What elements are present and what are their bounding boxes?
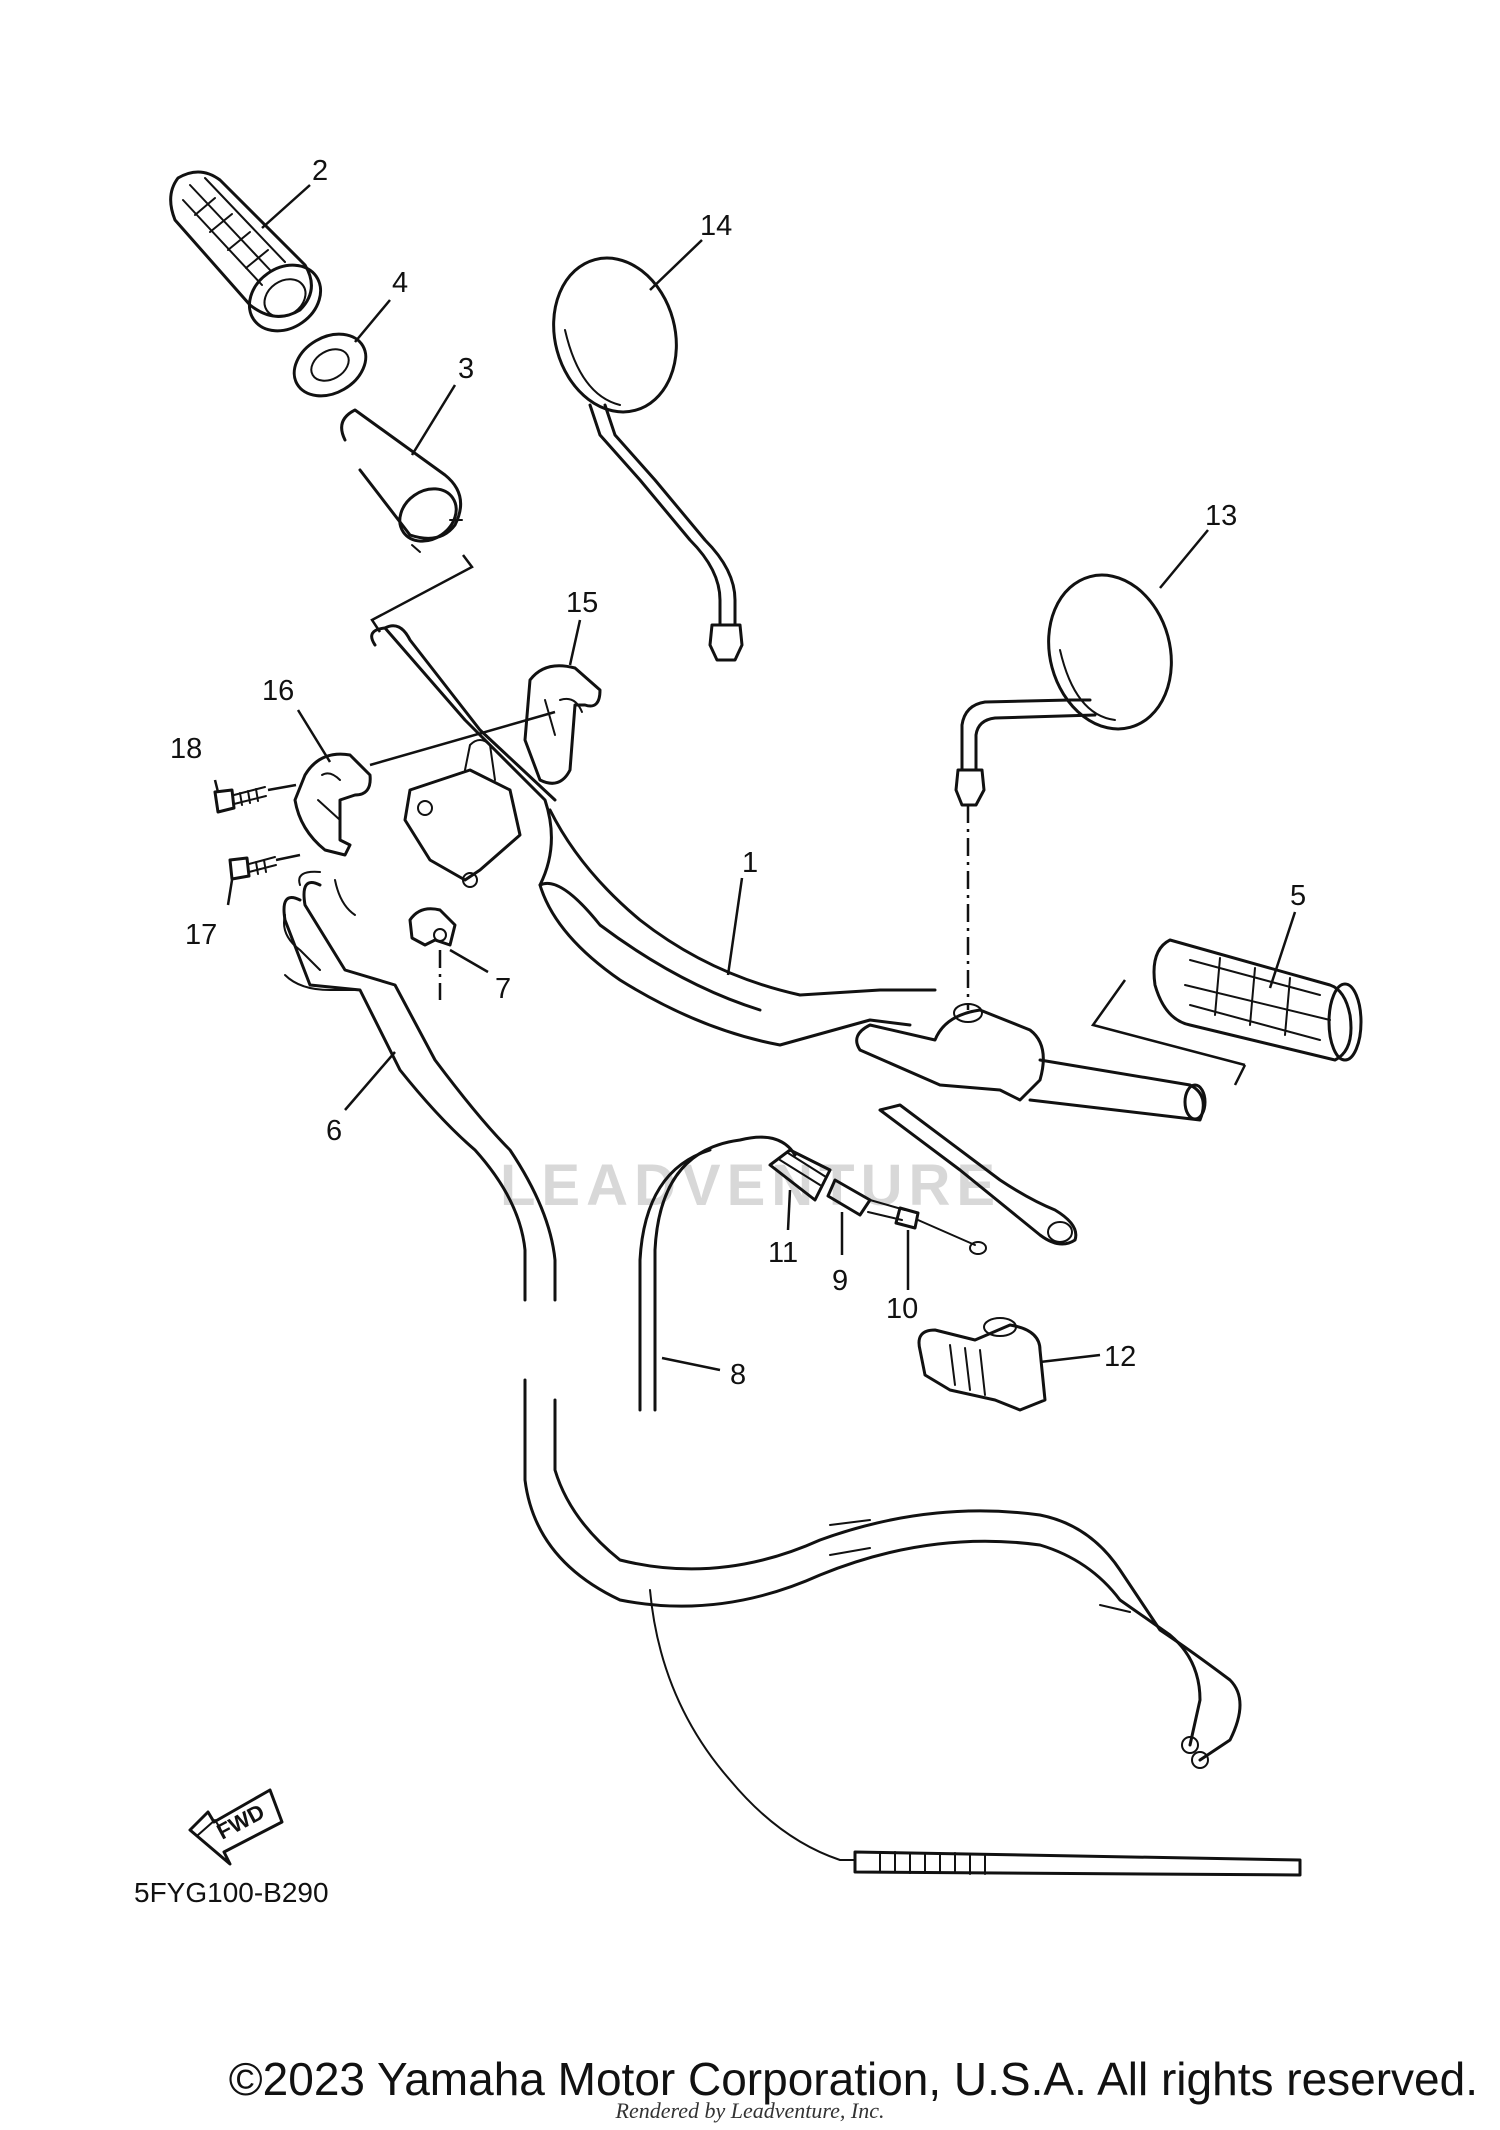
callout-2[interactable]: 2	[312, 155, 328, 187]
leader-12	[1039, 1353, 1101, 1364]
alignment-line	[369, 710, 556, 767]
screw-17-part[interactable]	[228, 856, 277, 881]
callout-12[interactable]: 12	[1104, 1341, 1136, 1373]
leader-1	[726, 877, 744, 976]
callout-11[interactable]: 11	[768, 1237, 798, 1269]
callout-3[interactable]: 3	[458, 353, 474, 385]
leader-14	[649, 239, 703, 291]
leader-7	[449, 948, 489, 974]
assembly-bracket	[370, 554, 474, 633]
leader-8	[661, 1356, 721, 1372]
leader-15	[568, 619, 582, 666]
left-mirror-part[interactable]	[537, 244, 744, 662]
screw-18-part[interactable]	[213, 786, 267, 814]
adjuster-boot-part[interactable]	[768, 1148, 832, 1202]
fwd-arrow-icon	[188, 1788, 284, 1866]
callout-9[interactable]: 9	[832, 1265, 848, 1297]
leader-4	[354, 299, 391, 343]
callout-10[interactable]: 10	[886, 1293, 918, 1325]
handlebar-switch-body[interactable]	[403, 739, 522, 888]
leader-13	[1159, 529, 1209, 589]
callout-1[interactable]: 1	[742, 847, 758, 879]
leader-3	[410, 384, 457, 456]
throttle-cable-part[interactable]	[282, 870, 1242, 1769]
right-mirror-part[interactable]	[954, 561, 1188, 807]
grip-bracket	[1090, 979, 1247, 1086]
switch-housing-lower-part[interactable]	[293, 752, 372, 857]
leader-18	[213, 779, 220, 793]
handlebar-part[interactable]	[370, 624, 1207, 1122]
callout-5[interactable]: 5	[1290, 880, 1306, 912]
rendered-by-credit: Rendered by Leadventure, Inc.	[615, 2098, 885, 2123]
callout-13[interactable]: 13	[1205, 500, 1237, 532]
right-grip-part[interactable]	[1152, 938, 1363, 1062]
diagram-code: 5FYG100-B290	[134, 1877, 329, 1908]
callout-18[interactable]: 18	[170, 733, 202, 765]
leader-2	[261, 184, 311, 229]
throttle-tube-part[interactable]	[340, 408, 467, 553]
callout-14[interactable]: 14	[700, 210, 732, 242]
lever-boot-part[interactable]	[917, 1317, 1047, 1412]
clutch-cable-part[interactable]	[638, 1135, 1302, 1877]
callout-7[interactable]: 7	[495, 973, 511, 1005]
switch-housing-upper-part[interactable]	[523, 664, 602, 785]
callout-8[interactable]: 8	[730, 1359, 746, 1391]
callout-15[interactable]: 15	[566, 587, 598, 619]
left-grip-part[interactable]	[169, 170, 334, 344]
cable-clamp-part[interactable]	[408, 907, 457, 947]
callout-6[interactable]: 6	[326, 1115, 342, 1147]
callout-17[interactable]: 17	[185, 919, 217, 951]
copyright-notice: ©2023 Yamaha Motor Corporation, U.S.A. A…	[228, 2053, 1478, 2105]
leader-17	[226, 879, 234, 906]
leader-16	[296, 709, 332, 763]
leader-5	[1268, 911, 1297, 989]
leader-6	[344, 1051, 396, 1111]
leader-11	[786, 1189, 792, 1231]
screw-leader	[267, 783, 301, 862]
callout-16[interactable]: 16	[262, 675, 294, 707]
collar-ring-part[interactable]	[283, 322, 377, 408]
watermark-text: LEADVENTURE	[500, 1153, 1001, 1218]
adjuster-nut-part[interactable]	[894, 1206, 987, 1255]
callout-4[interactable]: 4	[392, 267, 408, 299]
